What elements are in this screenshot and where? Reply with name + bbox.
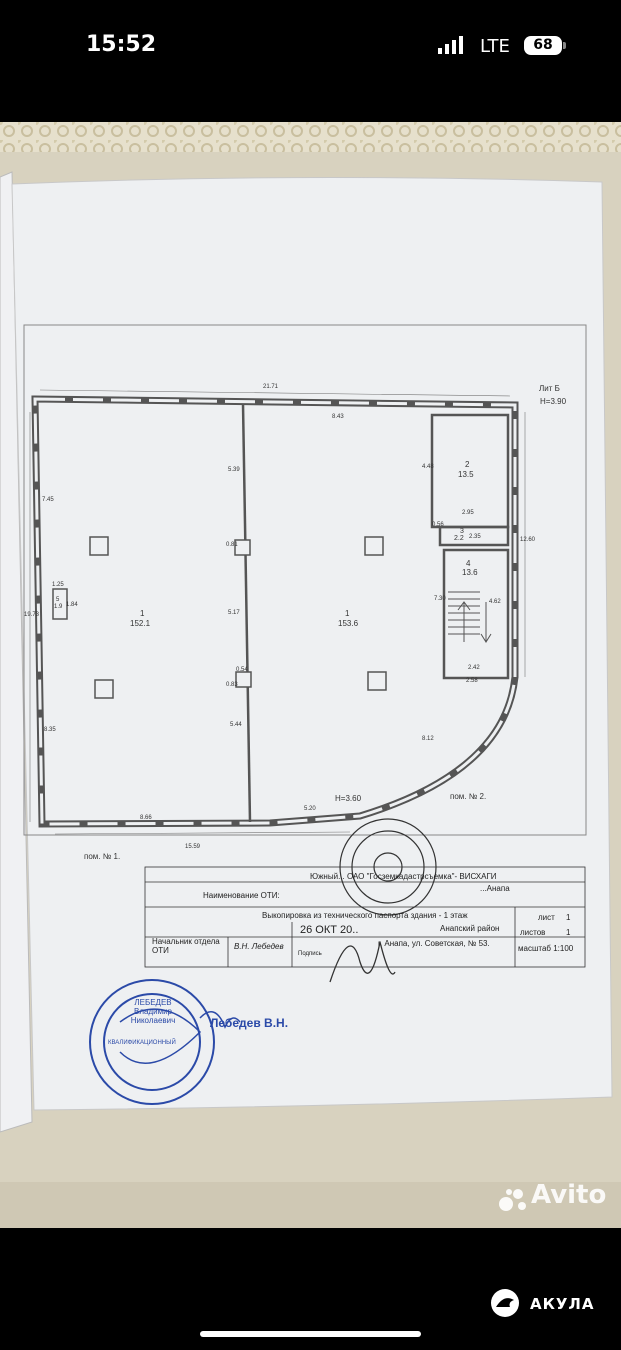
dim-small2: 1.84 (66, 602, 78, 608)
dim-col-w2: 0.54 (236, 667, 248, 673)
listing-photo[interactable]: Лит Б Н=3.90 21.71 8.43 7.45 19.73 8.35 … (0, 122, 621, 1228)
avito-watermark: Avito (531, 1180, 607, 1210)
status-bar: 15:52 LTE 68 (0, 0, 621, 92)
interior-walls (241, 403, 510, 823)
sign-label: Подпись (298, 951, 322, 957)
dim-left-upper: 7.45 (42, 497, 54, 503)
height-top-label: Н=3.90 (540, 397, 567, 406)
room5-number: 5 (56, 597, 60, 603)
dimension-lines (29, 389, 526, 835)
stamp-cert: КВАЛИФИКАЦИОННЫЙ (108, 1040, 176, 1046)
document-photo-svg (0, 122, 621, 1228)
dim-r2-w: 2.95 (462, 510, 474, 516)
room1b-area: 153.6 (338, 619, 359, 628)
room4-number: 4 (466, 559, 471, 568)
title-block (144, 866, 586, 968)
stamp-name: ЛЕБЕДЕВ Владимир Николаевич (130, 998, 176, 1025)
date-stamp: 26 ОКТ 20.. (300, 924, 359, 936)
room5-area: 1.9 (54, 604, 63, 610)
room1b-number: 1 (345, 609, 350, 618)
signature-scribble (329, 941, 396, 983)
dim-right-total: 12.60 (520, 537, 536, 543)
dim-stair-h2: 4.62 (489, 599, 501, 605)
oti-label: Наименование ОТИ: (203, 891, 280, 900)
lit-label: Лит Б (539, 384, 560, 393)
signature-name: Лебедев В.Н. (210, 1016, 289, 1030)
personal-stamp-graphic (89, 979, 215, 1105)
dim-left-lower: 8.35 (44, 727, 56, 733)
dim-top-right: 8.43 (332, 414, 344, 420)
room2-number: 2 (465, 460, 470, 469)
dim-stair-h: 7.30 (434, 596, 446, 602)
dim-small1: 1.25 (52, 582, 64, 588)
sheets-label: листов (520, 928, 546, 937)
sheet-value: 1 (566, 913, 571, 922)
battery-tip (563, 42, 566, 49)
dim-stair-w: 2.42 (468, 665, 480, 671)
dim-r2-h: 4.48 (422, 464, 434, 470)
home-indicator[interactable] (200, 1331, 421, 1337)
network-type: LTE (480, 36, 510, 57)
blue-signature (199, 1011, 241, 1029)
dim-r3: 0.56 (432, 522, 444, 528)
dim-col-lower: 5.44 (230, 722, 242, 728)
dim-stair-w2: 2.58 (466, 678, 478, 684)
brand-label: АКУЛА (530, 1295, 595, 1313)
chief-label: Начальник отдела ОТИ (152, 937, 220, 955)
dim-bottom-total: 15.59 (185, 844, 201, 850)
room4-area: 13.6 (462, 568, 478, 577)
dim-bottom-left: 8.66 (140, 815, 152, 821)
paper-sheet (11, 176, 613, 1111)
pom2-label: пом. № 2. (450, 792, 487, 801)
room1-number: 1 (140, 609, 145, 618)
oti-value-2: ...Анапа (480, 884, 510, 893)
org-stamp-graphic (339, 818, 437, 916)
room3-number: 3 (460, 528, 464, 535)
address-2: г. Анапа, ул. Советская, № 53. (378, 939, 490, 948)
dim-col-upper: 5.39 (228, 467, 240, 473)
avito-logo-icon (498, 1184, 530, 1219)
status-time: 15:52 (86, 32, 157, 57)
oti-value: Южный... ОАО "Госземкадастрсъемка"- ВИСХ… (310, 872, 497, 881)
left-page (0, 171, 33, 1133)
dim-arc: 8.12 (422, 736, 434, 742)
address-1: Анапский район (440, 924, 500, 933)
dim-col-w1: 0.81 (226, 542, 238, 548)
stairs (448, 591, 492, 643)
bottom-bar (0, 1228, 621, 1350)
scale-label: масштаб 1:100 (518, 944, 574, 953)
shark-logo-icon (490, 1288, 522, 1322)
pom1-label: пом. № 1. (84, 852, 121, 861)
drawing-frame (23, 324, 587, 836)
dim-col-mid: 5.17 (228, 610, 240, 616)
height-center-label: Н=3.60 (335, 794, 362, 803)
room1-area: 152.1 (130, 619, 151, 628)
copy-label: Выкопировка из технического паспорта зда… (262, 911, 468, 920)
lace-border (0, 122, 621, 152)
columns (52, 536, 387, 699)
dim-top: 21.71 (263, 384, 279, 390)
dim-left-total: 19.73 (24, 612, 40, 618)
room3-area: 2.2 (454, 535, 464, 542)
chief-name: В.Н. Лебедев (234, 942, 284, 951)
dim-col-w3: 0.83 (226, 682, 238, 688)
sheet-label: лист (538, 913, 555, 922)
sheets-value: 1 (566, 928, 571, 937)
dim-r3-w: 2.35 (469, 534, 481, 540)
signal-icon (438, 36, 470, 59)
dim-bottom-mid: 5.20 (304, 806, 316, 812)
room2-area: 13.5 (458, 470, 474, 479)
battery-icon: 68 (524, 36, 562, 55)
